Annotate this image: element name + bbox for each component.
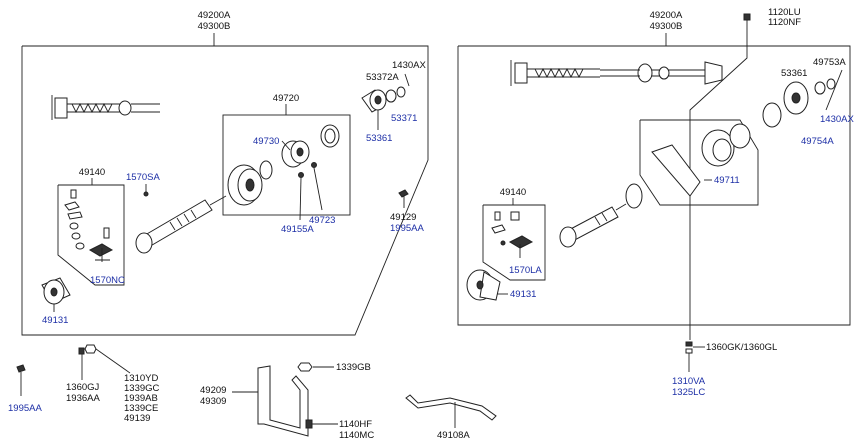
label-49720: 49720: [273, 93, 299, 104]
right-title-line1: 49200A: [650, 10, 683, 21]
label-49309: 49309: [200, 396, 226, 407]
right-title-line2: 49300B: [650, 21, 683, 32]
label-1570LA: 1570LA: [509, 265, 542, 276]
label-49129: 49129: [390, 212, 416, 223]
label-1360GK: 1360GK/1360GL: [706, 342, 777, 353]
center-bearing-box: [639, 119, 759, 206]
joint-kit-box: [57, 184, 125, 286]
hub-flange-icon: [227, 164, 263, 206]
label-1310VA: 1310VA: [672, 376, 706, 387]
bolt-icon: [16, 364, 26, 396]
label-49209: 49209: [200, 385, 226, 396]
left-frame: [21, 45, 429, 336]
label-49139: 49139: [124, 413, 150, 424]
label-53361: 53361: [366, 133, 392, 144]
right-frame: [457, 45, 851, 326]
label-49140-right: 49140: [500, 187, 526, 198]
drive-shaft-icon: [135, 195, 227, 254]
flange-yoke-icon: [41, 277, 71, 305]
label-49108A: 49108A: [437, 430, 470, 441]
left-assembly: 49200A 49300B 49720: [21, 10, 429, 336]
bolt-icon: [398, 189, 409, 208]
label-53371: 53371: [391, 113, 417, 124]
flange-yoke-icon: [466, 269, 501, 301]
label-1140HF: 1140HF: [339, 419, 372, 430]
cross-kit-icon: [64, 189, 114, 262]
nut-icon: [78, 344, 131, 380]
label-1325LC: 1325LC: [672, 387, 705, 398]
bolt-icon: [305, 419, 338, 429]
label-49155A: 49155A: [281, 224, 314, 235]
strap-bracket-icon: [405, 394, 497, 421]
boot-clamp-icon: [510, 60, 723, 86]
label-1430AX: 1430AX: [392, 60, 426, 71]
bracket-icon: [651, 123, 751, 197]
label-1339GB: 1339GB: [336, 362, 371, 373]
label-1939AB: 1939AB: [124, 393, 158, 404]
label-1360GJ: 1360GJ: [66, 382, 100, 393]
boot-clamp-icon: [51, 95, 160, 120]
label-1570SA: 1570SA: [126, 172, 160, 183]
label-1339CE: 1339CE: [124, 403, 158, 414]
label-53361-right: 53361: [781, 68, 807, 79]
hub-nut-icon: [361, 73, 410, 113]
left-title-line1: 49200A: [198, 10, 231, 21]
cross-kit-icon: [491, 211, 534, 258]
bottom-parts: 1995AA 1360GJ 1936AA 1310YD 1339GC 1939A…: [8, 344, 497, 441]
seal-ring-right: [625, 183, 643, 209]
label-1120LU: 1120LU: [768, 7, 801, 18]
label-1995AA-left: 1995AA: [390, 223, 424, 234]
label-49711: 49711: [714, 175, 740, 186]
label-1430AX-right: 1430AX: [820, 114, 854, 125]
label-1936AA: 1936AA: [66, 393, 100, 404]
label-1995AA-bottom: 1995AA: [8, 403, 42, 414]
label-1140MC: 1140MC: [339, 430, 374, 441]
seal-ring: [259, 160, 273, 180]
joint-kit-box-right: [482, 204, 546, 281]
label-49723: 49723: [309, 215, 335, 226]
label-49131-right: 49131: [510, 289, 536, 300]
label-1339GC: 1339GC: [124, 383, 160, 394]
label-49730: 49730: [253, 136, 279, 147]
bolt-icon: [743, 13, 751, 28]
left-title-line2: 49300B: [198, 21, 231, 32]
label-49753A: 49753A: [813, 57, 846, 68]
hub-nut-icon: [762, 78, 836, 128]
label-1120NF: 1120NF: [768, 17, 801, 28]
label-49140: 49140: [79, 167, 105, 178]
nut-icon: [685, 341, 693, 354]
right-assembly: 49200A 49300B 1120LU 1120NF: [457, 7, 854, 398]
label-1570NC: 1570NC: [90, 275, 125, 286]
nut-icon: [297, 362, 313, 372]
label-49131: 49131: [42, 315, 68, 326]
drive-shaft-icon: [559, 203, 627, 248]
label-49754A: 49754A: [801, 136, 834, 147]
label-1310YD: 1310YD: [124, 373, 158, 384]
bracket-icon: [257, 365, 309, 437]
label-53372A: 53372A: [366, 72, 399, 83]
bearing-kit-box: [222, 114, 351, 216]
